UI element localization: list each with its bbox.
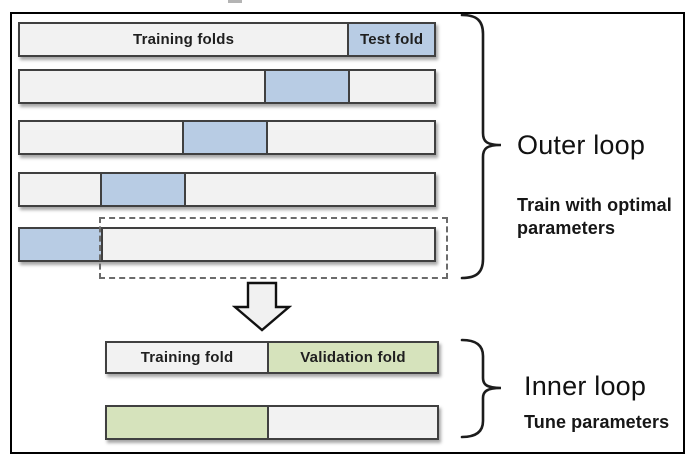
fold-bar: [18, 69, 436, 104]
braces-graphic: [460, 13, 502, 439]
test-fold-segment: [20, 229, 101, 260]
fold-bar: [18, 227, 436, 262]
inner-loop-title: Inner loop: [524, 371, 647, 401]
training-fold-segment: [20, 174, 101, 205]
inner-loop-brace: [460, 338, 502, 439]
fold-segment-label: Validation fold: [300, 349, 406, 366]
test-fold-segment: Test fold: [347, 24, 434, 55]
outer-loop-title: Outer loop: [517, 130, 646, 160]
training-fold-segment: [100, 229, 434, 260]
fold-bar: Training fold Validation fold: [105, 341, 439, 374]
test-fold-segment: [100, 174, 184, 205]
selected-fold-dashed-box: [99, 217, 448, 279]
training-fold-segment: [20, 71, 265, 102]
fold-bar: [18, 120, 436, 155]
down-arrow-icon: [232, 281, 292, 332]
validation-fold-segment: [107, 407, 268, 438]
fold-segment-label: Training fold: [140, 349, 234, 366]
outer-loop-brace: [460, 13, 502, 280]
training-fold-segment: Training folds: [20, 24, 348, 55]
fold-bar: [18, 172, 436, 207]
test-fold-segment: [264, 71, 348, 102]
test-fold-segment: [181, 122, 267, 153]
stray-artifact: [228, 0, 242, 3]
fold-bar: Training folds Test fold: [18, 22, 436, 57]
inner-loop-note: Tune parameters: [524, 412, 670, 432]
validation-fold-segment: Validation fold: [267, 343, 437, 372]
fold-bar: [105, 405, 439, 440]
outer-loop-note: Train with optimal parameters: [517, 195, 672, 238]
fold-segment-label: Test fold: [360, 31, 424, 48]
training-fold-segment: [347, 71, 434, 102]
training-fold-segment: [266, 122, 434, 153]
fold-segment-label: Training folds: [133, 31, 235, 48]
training-fold-segment: [183, 174, 434, 205]
training-fold-segment: [267, 407, 437, 438]
training-fold-segment: Training fold: [107, 343, 268, 372]
training-fold-segment: [20, 122, 182, 153]
